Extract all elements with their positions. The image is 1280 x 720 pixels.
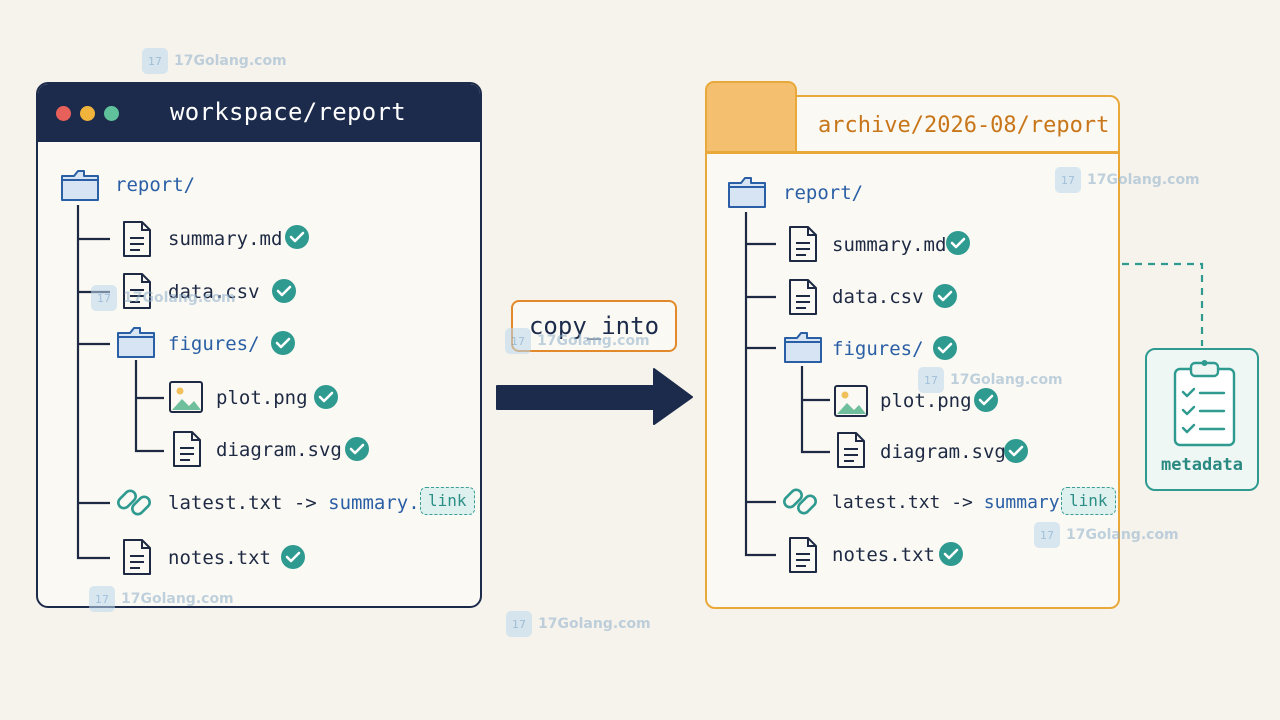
close-dot[interactable] bbox=[56, 106, 71, 121]
source-link-badge: link bbox=[420, 487, 475, 515]
source-window-title: workspace/report bbox=[170, 98, 406, 126]
maximize-dot[interactable] bbox=[104, 106, 119, 121]
watermark-logo-icon: 17 bbox=[506, 611, 532, 637]
watermark-logo: 17 17Golang.com bbox=[1055, 167, 1200, 193]
watermark-text: 17Golang.com bbox=[537, 333, 650, 349]
watermark-logo-icon: 17 bbox=[142, 48, 168, 74]
source-diagram-file-icon bbox=[173, 431, 201, 467]
watermark-text: 17Golang.com bbox=[950, 372, 1063, 388]
destination-tree-lines bbox=[744, 212, 830, 557]
source-notes-check-icon bbox=[279, 543, 307, 571]
clipboard-icon bbox=[1173, 360, 1236, 447]
dest-summary-file-icon bbox=[789, 226, 817, 262]
source-root-folder-icon bbox=[61, 170, 99, 201]
source-figures-check-icon bbox=[269, 329, 297, 357]
window-titlebar: workspace/report bbox=[38, 84, 480, 142]
dest-notes-file-icon bbox=[789, 537, 817, 573]
watermark-logo: 17 17Golang.com bbox=[505, 328, 650, 354]
dest-figures-check-icon bbox=[931, 334, 959, 362]
dest-item-figures: figures/ bbox=[832, 338, 924, 360]
copy-arrow-icon bbox=[496, 368, 693, 425]
dest-notes-check-icon bbox=[937, 540, 965, 568]
watermark-text: 17Golang.com bbox=[1087, 172, 1200, 188]
watermark-logo-icon: 17 bbox=[91, 285, 117, 311]
dest-figures-folder-icon bbox=[784, 332, 822, 363]
source-item-diagram: diagram.svg bbox=[216, 439, 342, 461]
watermark-text: 17Golang.com bbox=[121, 591, 234, 607]
destination-folder-title: archive/2026-08/report bbox=[818, 113, 1110, 138]
watermark-text: 17Golang.com bbox=[174, 53, 287, 69]
dest-item-data: data.csv bbox=[832, 286, 924, 308]
dest-plot-image-icon bbox=[834, 385, 868, 417]
source-item-data: data.csv bbox=[168, 281, 260, 303]
source-item-plot: plot.png bbox=[216, 387, 308, 409]
watermark-text: 17Golang.com bbox=[538, 616, 651, 632]
dest-root-label: report/ bbox=[783, 182, 864, 204]
dest-item-notes: notes.txt bbox=[832, 544, 935, 566]
source-item-figures: figures/ bbox=[168, 333, 260, 355]
source-link-icon bbox=[114, 487, 154, 518]
dest-item-plot: plot.png bbox=[880, 390, 972, 412]
watermark-logo-icon: 17 bbox=[1034, 522, 1060, 548]
minimize-dot[interactable] bbox=[80, 106, 95, 121]
source-notes-file-icon bbox=[123, 539, 151, 575]
source-figures-folder-icon bbox=[117, 327, 155, 358]
source-item-summary: summary.md bbox=[168, 228, 283, 250]
source-window: workspace/report bbox=[36, 82, 482, 608]
dest-item-summary: summary.md bbox=[832, 234, 947, 256]
source-item-notes: notes.txt bbox=[168, 547, 271, 569]
source-data-check-icon bbox=[270, 277, 298, 305]
watermark-text: 17Golang.com bbox=[1066, 527, 1179, 543]
watermark-logo: 17 17Golang.com bbox=[506, 611, 651, 637]
source-diagram-check-icon bbox=[343, 435, 371, 463]
metadata-connector bbox=[1122, 262, 1204, 346]
watermark-text: 17Golang.com bbox=[123, 290, 236, 306]
source-link-name: latest.txt -> bbox=[168, 492, 317, 514]
source-summary-file-icon bbox=[123, 221, 151, 257]
dest-data-file-icon bbox=[789, 279, 817, 315]
watermark-logo: 17 17Golang.com bbox=[91, 285, 236, 311]
source-root-label: report/ bbox=[115, 174, 196, 196]
dest-data-check-icon bbox=[931, 282, 959, 310]
watermark-logo-icon: 17 bbox=[89, 586, 115, 612]
dest-summary-check-icon bbox=[944, 229, 972, 257]
dest-item-latest: latest.txt -> summary.md bbox=[832, 492, 1092, 513]
metadata-label: metadata bbox=[1161, 455, 1243, 475]
source-plot-check-icon bbox=[312, 383, 340, 411]
source-item-latest: latest.txt -> summary.md bbox=[168, 492, 443, 514]
watermark-logo: 17 17Golang.com bbox=[142, 48, 287, 74]
watermark-logo-icon: 17 bbox=[505, 328, 531, 354]
source-plot-image-icon bbox=[169, 381, 203, 413]
watermark-logo: 17 17Golang.com bbox=[1034, 522, 1179, 548]
dest-link-icon bbox=[780, 486, 820, 517]
watermark-logo: 17 17Golang.com bbox=[89, 586, 234, 612]
folder-header-divider bbox=[707, 151, 1118, 154]
copy-into-label: copy_into bbox=[511, 300, 677, 352]
dest-diagram-check-icon bbox=[1002, 437, 1030, 465]
metadata-card bbox=[1145, 348, 1259, 491]
watermark-logo: 17 17Golang.com bbox=[918, 367, 1063, 393]
dest-diagram-file-icon bbox=[837, 432, 865, 468]
dest-item-diagram: diagram.svg bbox=[880, 441, 1006, 463]
source-summary-check-icon bbox=[283, 223, 311, 251]
folder-tab bbox=[705, 81, 797, 153]
dest-link-badge: link bbox=[1061, 487, 1116, 515]
dest-link-name: latest.txt -> bbox=[832, 492, 973, 513]
watermark-logo-icon: 17 bbox=[1055, 167, 1081, 193]
source-tree-lines bbox=[76, 205, 164, 560]
dest-root-folder-icon bbox=[728, 177, 766, 208]
source-link-target: summary.md bbox=[328, 492, 443, 514]
watermark-logo-icon: 17 bbox=[918, 367, 944, 393]
